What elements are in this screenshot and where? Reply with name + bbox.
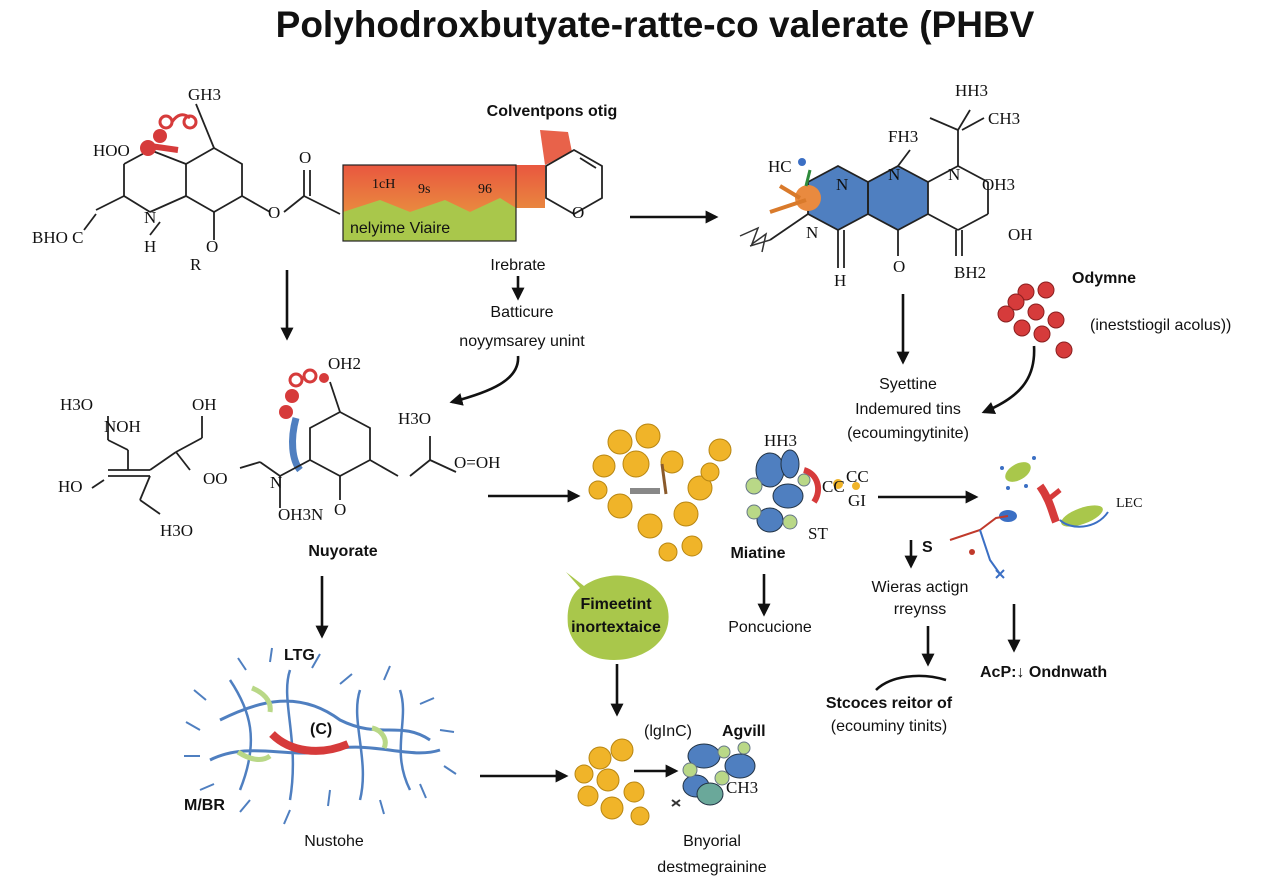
label-ch3-bottom: CH3 — [726, 778, 758, 797]
odymne-cluster: Odymne (ineststiogil acolus)) — [997, 270, 1231, 359]
label-ho: HO — [58, 477, 83, 496]
label-n: N — [144, 208, 156, 227]
label-hh-cluster: HH3 — [764, 431, 797, 450]
label-nustohe: Nustohe — [304, 833, 364, 850]
banner-strip-label: nelyime Viaire — [350, 220, 450, 237]
speech-line-1: Fimeetint — [580, 596, 652, 613]
label-h: H — [144, 237, 156, 256]
label-gh3: GH3 — [188, 85, 221, 104]
cluster-bottom: (lgInC) Agvill CH3 Bnyorial destmegraini… — [574, 723, 767, 876]
label-ccc: CC — [846, 467, 869, 486]
label-r: R — [190, 255, 202, 274]
label-nuyorate: Nuyorate — [308, 543, 377, 560]
label-oh3n: OH3N — [278, 505, 323, 524]
label-ch3: CH3 — [988, 109, 1020, 128]
banner-label-1: 1cH — [372, 177, 395, 192]
label-wieras: Wieras actign — [872, 579, 969, 596]
label-agvill: Agvill — [722, 723, 766, 740]
label-h3o-center: H3O — [398, 409, 431, 428]
flow-step-1: Irebrate — [490, 257, 545, 274]
label-h3o-bottom: H3O — [160, 521, 193, 540]
label-oo: OO — [203, 469, 228, 488]
label-o-carbonyl: O — [299, 148, 311, 167]
label-ltg: LTG — [284, 647, 315, 664]
label-bh2: BH2 — [954, 263, 986, 282]
label-st: ST — [808, 524, 828, 543]
banner-label-3: 96 — [478, 182, 492, 197]
label-n3: N — [836, 175, 848, 194]
label-s: S — [922, 539, 933, 556]
flow-step-2: Batticure — [490, 304, 553, 321]
label-oh: OH — [1008, 225, 1033, 244]
label-miatine: Miatine — [730, 545, 785, 562]
label-n-center: N — [270, 473, 282, 492]
speech-line-2: inortextaice — [571, 619, 661, 636]
molecule-mid-left: H3O NOH OH HO OO H3O — [58, 395, 228, 540]
label-poncucione: Poncucione — [728, 619, 812, 636]
flow-step-3: noyymsarey unint — [459, 333, 585, 350]
cluster-mid: HH3 CC CC GI ST Miatine — [588, 423, 869, 562]
banner-caption: Colventpons otig — [487, 103, 618, 120]
label-n2: N — [948, 165, 960, 184]
label-gi: GI — [848, 491, 866, 510]
polymer-banner: Colventpons otig 1cH 9s 96 nelyime Viair… — [342, 103, 618, 242]
label-oh2: OH2 — [328, 354, 361, 373]
bacteria-cluster: S LEC — [922, 456, 1142, 579]
label-cc: CC — [822, 477, 845, 496]
right-mid-line1: Syettine — [879, 376, 937, 393]
molecule-mid-center: OH2 H3O N OH3N O O=OH Nuyorate — [239, 354, 500, 560]
label-hc: HC — [768, 157, 792, 176]
label-mbr: M/BR — [184, 797, 225, 814]
label-noh: NOH — [104, 417, 141, 436]
arrow-odymne-to-syettine — [981, 345, 1036, 415]
curve-stcoces — [875, 674, 947, 691]
molecule-top-right: HH3 CH3 FH3 N N N OH3 OH HC N H O BH2 — [739, 81, 1033, 290]
label-stcoces-1: Stcoces reitor of — [826, 695, 953, 712]
right-mid-line2: Indemured tins — [855, 401, 961, 418]
right-mid-line3: (ecoumingytinite) — [847, 425, 969, 442]
label-fh3: FH3 — [888, 127, 918, 146]
molecule-top-left: GH3 HOO BHO C N H R O O O — [32, 85, 341, 274]
label-oh-center: O=OH — [454, 453, 500, 472]
diagram-title: Polyhodroxbutyate-ratte-co valerate (PHB… — [276, 4, 1035, 45]
label-c: (C) — [310, 721, 332, 738]
label-n4: N — [806, 223, 818, 242]
label-o-ring: O — [206, 237, 218, 256]
label-rreynss: rreynss — [894, 601, 946, 618]
label-o-right: O — [893, 257, 905, 276]
label-oh3: OH3 — [982, 175, 1015, 194]
label-bnyorial: Bnyorial — [683, 833, 741, 850]
label-o-center: O — [334, 500, 346, 519]
label-hh3: HH3 — [955, 81, 988, 100]
arrow-to-mid-molecule — [449, 355, 520, 406]
odymne-subtitle: (ineststiogil acolus)) — [1090, 317, 1231, 334]
odymne-title: Odymne — [1072, 270, 1136, 287]
label-n1: N — [888, 165, 900, 184]
banner-label-2: 9s — [418, 182, 430, 197]
label-h-right: H — [834, 271, 846, 290]
label-lginc: (lgInC) — [644, 723, 692, 740]
label-destmegrainine: destmegrainine — [657, 859, 767, 876]
label-acp: AcP:↓ Ondnwath — [980, 664, 1107, 681]
banner-ring-o: O — [572, 203, 584, 222]
speech-bubble: Fimeetint inortextaice — [566, 572, 669, 660]
label-stcoces-2: (ecouminy tinits) — [831, 718, 947, 735]
label-bhoc: BHO C — [32, 228, 83, 247]
label-oh-midleft: OH — [192, 395, 217, 414]
label-hoo: HOO — [93, 141, 130, 160]
fiber-network: LTG (C) M/BR Nustohe — [184, 647, 457, 850]
label-lec: LEC — [1116, 496, 1142, 511]
label-h3o-top: H3O — [60, 395, 93, 414]
label-o-ester: O — [268, 203, 280, 222]
